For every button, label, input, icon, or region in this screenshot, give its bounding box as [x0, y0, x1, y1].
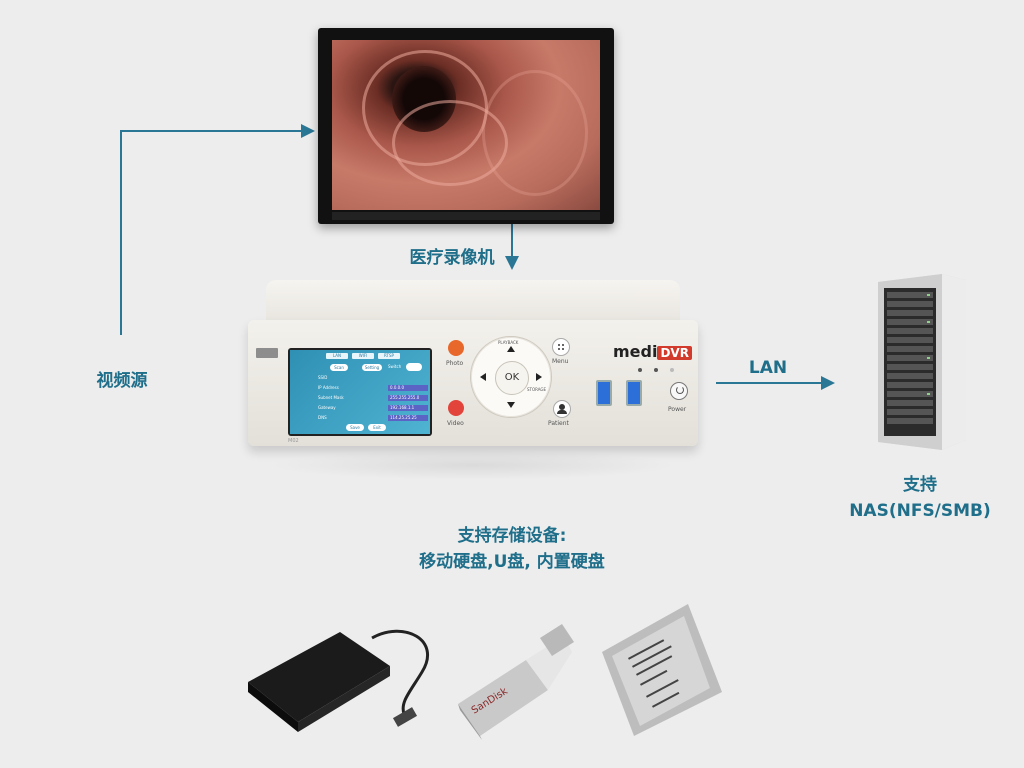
- lcd-tab-rtsp[interactable]: RTSP: [378, 353, 400, 359]
- monitor: [318, 28, 614, 224]
- device-front-panel: LAN WIFI RTSP Scan Setting Switch SSID I…: [248, 320, 698, 446]
- video-source-label: 视频源: [96, 371, 148, 391]
- lcd-row-label: SSID: [318, 375, 328, 380]
- lcd-save-button[interactable]: Save: [346, 424, 364, 431]
- navigation-dpad[interactable]: PLAYBACK STORAGE OK: [470, 336, 552, 418]
- right-arrow-icon[interactable]: [536, 373, 542, 381]
- usb-flash-drive-icon: SanDisk: [452, 618, 582, 740]
- video-source-arrowhead: [301, 124, 315, 138]
- ssd-icon: [598, 600, 728, 740]
- grid-icon: [557, 343, 565, 351]
- ok-button[interactable]: OK: [495, 361, 529, 395]
- lcd-display: LAN WIFI RTSP Scan Setting Switch SSID I…: [288, 348, 432, 436]
- lcd-tab-lan[interactable]: LAN: [326, 353, 348, 359]
- lcd-exit-button[interactable]: Exit: [368, 424, 386, 431]
- storage-label-line2: 移动硬盘,U盘, 内置硬盘: [419, 552, 605, 572]
- person-icon: [559, 404, 565, 410]
- lan-arrowhead: [821, 376, 835, 390]
- power-icon: [676, 386, 684, 394]
- power-button[interactable]: [670, 382, 688, 400]
- nas-label-line2: NAS(NFS/SMB): [849, 501, 991, 521]
- nas-label-line1: 支持: [903, 475, 937, 495]
- device-top: [266, 280, 680, 324]
- monitor-bezel: [332, 212, 600, 220]
- lcd-row-label: IP Address: [318, 385, 339, 390]
- medical-dvr: LAN WIFI RTSP Scan Setting Switch SSID I…: [248, 280, 698, 480]
- menu-button[interactable]: [552, 338, 570, 356]
- device-label: 医疗录像机: [409, 248, 495, 268]
- storage-label-line1: 支持存储设备:: [457, 526, 567, 546]
- status-indicators: [638, 368, 678, 372]
- server-rack-icon: [870, 270, 970, 452]
- lcd-row-label: Gateway: [318, 405, 336, 410]
- menu-label: Menu: [552, 358, 569, 365]
- usb-port[interactable]: [626, 380, 642, 406]
- lcd-switch-label: Switch: [388, 364, 402, 369]
- patient-button[interactable]: [553, 400, 571, 418]
- lcd-row-label: DNS: [318, 415, 327, 420]
- playback-label: PLAYBACK: [498, 340, 519, 345]
- photo-button[interactable]: [448, 340, 464, 356]
- lan-label: LAN: [748, 358, 788, 378]
- endoscopy-image: [332, 40, 600, 210]
- lcd-row-label: Subnet Mask: [318, 395, 344, 400]
- external-hdd-icon: [244, 610, 444, 740]
- brand-badge: [256, 348, 278, 358]
- down-arrow-icon[interactable]: [507, 402, 515, 408]
- lcd-setting-button[interactable]: Setting: [362, 364, 382, 371]
- storage-label: STORAGE: [527, 387, 547, 392]
- up-arrow-icon[interactable]: [507, 346, 515, 352]
- lcd-switch-toggle[interactable]: [406, 363, 422, 371]
- patient-label: Patient: [548, 420, 569, 427]
- video-source-arrow: [120, 130, 303, 335]
- lcd-row-value[interactable]: 0.0.0.0: [388, 385, 428, 391]
- lcd-tab-wifi[interactable]: WIFI: [352, 353, 374, 359]
- left-arrow-icon[interactable]: [480, 373, 486, 381]
- usb-port[interactable]: [596, 380, 612, 406]
- model-number: M02: [288, 438, 299, 444]
- photo-label: Photo: [446, 360, 464, 367]
- lcd-scan-button[interactable]: Scan: [330, 364, 348, 371]
- video-button[interactable]: [448, 400, 464, 416]
- video-label: Video: [447, 420, 464, 427]
- lcd-row-value[interactable]: 114.25.25.25: [388, 415, 428, 421]
- lcd-row-value[interactable]: 255.255.255.0: [388, 395, 428, 401]
- lcd-row-value[interactable]: 192.168.1.1: [388, 405, 428, 411]
- device-arrowhead: [505, 256, 519, 270]
- power-label: Power: [668, 406, 687, 413]
